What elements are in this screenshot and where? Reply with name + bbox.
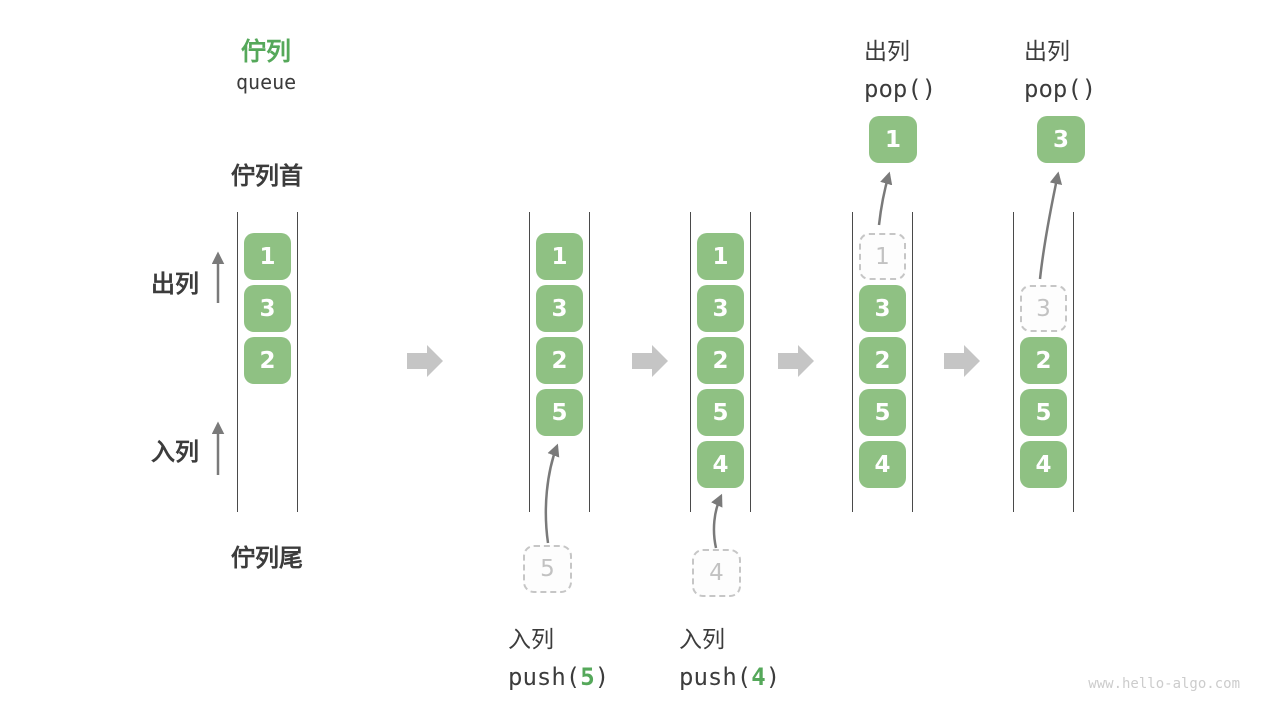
push-code: push(4) bbox=[679, 663, 781, 691]
pop-label-zh: 出列 bbox=[1024, 38, 1070, 64]
staged-element-5: 5 bbox=[523, 545, 572, 593]
watermark: www.hello-algo.com bbox=[1088, 676, 1240, 692]
figure-title-zh: 佇列 bbox=[241, 38, 292, 66]
queue-element: 3 bbox=[536, 285, 583, 332]
push-arg: 5 bbox=[580, 663, 595, 691]
queue-rear-label: 佇列尾 bbox=[231, 545, 303, 572]
queue-element: 4 bbox=[1020, 441, 1067, 488]
queue-front-label: 佇列首 bbox=[231, 163, 303, 190]
queue-element: 2 bbox=[859, 337, 906, 384]
queue-element: 5 bbox=[536, 389, 583, 436]
queue-element-removed: 1 bbox=[859, 233, 906, 280]
queue-column-2: 1 3 2 5 bbox=[529, 212, 590, 512]
queue-element: 5 bbox=[859, 389, 906, 436]
step-arrow-icon-3 bbox=[778, 345, 814, 377]
queue-column-5: 3 2 5 4 bbox=[1013, 212, 1074, 512]
enqueue-side-label: 入列 bbox=[151, 439, 199, 466]
popped-element-3: 3 bbox=[1037, 116, 1085, 163]
figure-title-en: queue bbox=[236, 70, 297, 94]
queue-element: 5 bbox=[1020, 389, 1067, 436]
pop-code: pop() bbox=[864, 75, 937, 103]
push-label-zh: 入列 bbox=[508, 626, 554, 652]
push-label-zh: 入列 bbox=[679, 626, 725, 652]
queue-element: 4 bbox=[697, 441, 744, 488]
push-code: push(5) bbox=[508, 663, 610, 691]
staged-element-4: 4 bbox=[692, 549, 741, 597]
queue-column-4: 1 3 2 5 4 bbox=[852, 212, 913, 512]
step-arrow-icon-1 bbox=[407, 345, 443, 377]
pop-label-zh: 出列 bbox=[864, 38, 910, 64]
queue-element: 3 bbox=[859, 285, 906, 332]
queue-element: 2 bbox=[536, 337, 583, 384]
queue-element: 2 bbox=[697, 337, 744, 384]
queue-element: 3 bbox=[697, 285, 744, 332]
queue-element: 2 bbox=[1020, 337, 1067, 384]
popped-element-1: 1 bbox=[869, 116, 917, 163]
queue-element: 4 bbox=[859, 441, 906, 488]
step-arrow-icon-4 bbox=[944, 345, 980, 377]
queue-column-1: 1 3 2 bbox=[237, 212, 298, 512]
queue-element: 1 bbox=[536, 233, 583, 280]
dequeue-side-label: 出列 bbox=[151, 271, 199, 298]
queue-element: 2 bbox=[244, 337, 291, 384]
queue-column-3: 1 3 2 5 4 bbox=[690, 212, 751, 512]
queue-element: 3 bbox=[244, 285, 291, 332]
pop-operation-label-1: 出列 pop() bbox=[864, 32, 936, 103]
pop-code: pop() bbox=[1024, 75, 1097, 103]
push-operation-label-1: 入列 push(5) bbox=[508, 620, 609, 691]
queue-element: 1 bbox=[697, 233, 744, 280]
queue-element: 1 bbox=[244, 233, 291, 280]
push-arg: 4 bbox=[751, 663, 766, 691]
push-operation-label-2: 入列 push(4) bbox=[679, 620, 780, 691]
queue-element-removed: 3 bbox=[1020, 285, 1067, 332]
step-arrow-icon-2 bbox=[632, 345, 668, 377]
queue-element: 5 bbox=[697, 389, 744, 436]
pop-operation-label-2: 出列 pop() bbox=[1024, 32, 1096, 103]
